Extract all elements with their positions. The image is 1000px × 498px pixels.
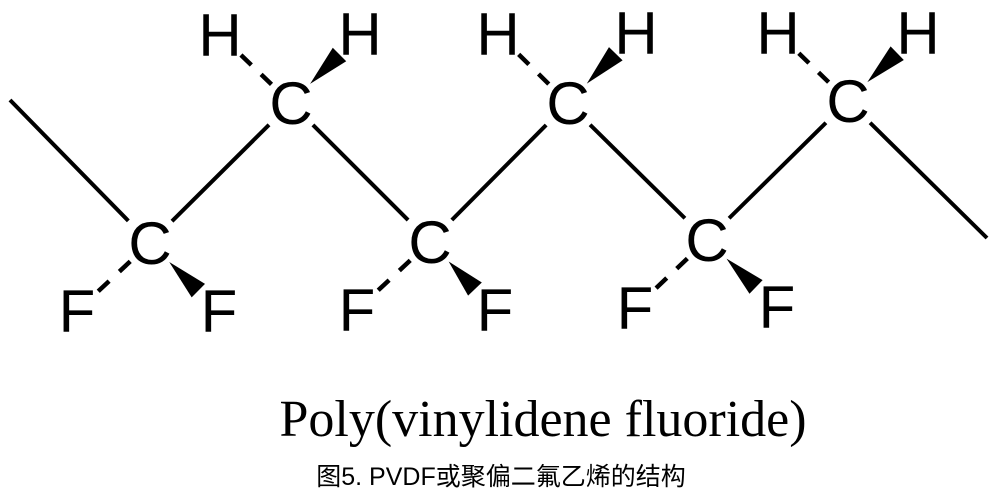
atom-label-H: H <box>198 2 241 69</box>
bond-dashed <box>96 259 132 293</box>
atom-label-C: C <box>408 209 451 276</box>
bond-line <box>588 123 687 220</box>
atom-label-C: C <box>128 210 171 277</box>
atom-label-F: F <box>201 278 238 345</box>
bond-dashed <box>517 52 551 86</box>
atom-label-C: C <box>826 68 869 135</box>
bond-dashed <box>239 53 274 86</box>
atom-label-C: C <box>546 70 589 137</box>
atom-label-C: C <box>685 207 728 274</box>
atom-label-F: F <box>59 278 96 345</box>
bond-wedge <box>448 261 482 296</box>
atom-label-H: H <box>756 0 799 67</box>
atom-label-H: H <box>338 1 381 68</box>
bond-wedge <box>726 258 763 294</box>
bond-line <box>450 123 548 222</box>
molecule-name-caption: Poly(vinylidene fluoride) <box>279 391 807 448</box>
atom-label-H: H <box>614 0 657 67</box>
atom-label-F: F <box>617 275 654 342</box>
bond-line <box>170 123 271 223</box>
bond-line <box>727 121 828 220</box>
bond-dashed <box>797 51 831 84</box>
bond-wedge <box>586 47 623 84</box>
bond-line <box>311 123 410 222</box>
figure-number-caption: 图5. PVDF或聚偏二氟乙烯的结构 <box>316 463 686 491</box>
atom-label-C: C <box>269 70 312 137</box>
bond-line <box>868 121 989 240</box>
atom-label-F: F <box>759 274 796 341</box>
atom-label-F: F <box>339 277 376 344</box>
bond-dashed <box>654 256 689 290</box>
bond-wedge <box>867 46 904 83</box>
bond-dashed <box>376 258 412 292</box>
atom-label-F: F <box>477 277 514 344</box>
bond-wedge <box>169 261 206 298</box>
bond-line <box>8 98 130 223</box>
atom-label-H: H <box>896 0 939 67</box>
atom-label-H: H <box>476 1 519 68</box>
bond-wedge <box>310 47 347 84</box>
